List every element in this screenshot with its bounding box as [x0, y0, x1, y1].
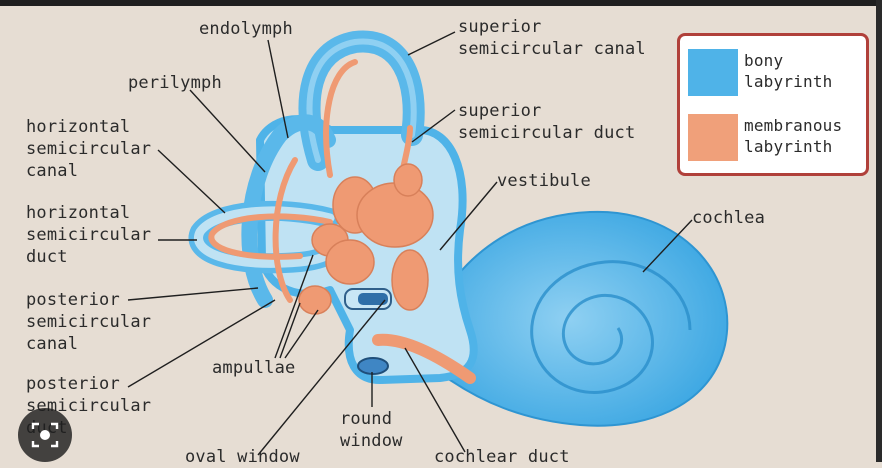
label-cochlea: cochlea [692, 208, 766, 228]
leader-lines [127, 31, 693, 456]
label-oval-window: oval window [185, 447, 300, 467]
label-ampullae: ampullae [212, 358, 296, 378]
round-window-shape [357, 357, 389, 375]
label-cochlear-duct: cochlear duct [434, 447, 570, 467]
legend-label-membranous: membranous labyrinth [744, 116, 843, 156]
posterior-duct [272, 157, 298, 303]
label-perilymph: perilymph [128, 73, 222, 93]
label-posterior-canal: posterior semicircular canal [26, 290, 152, 354]
image-search-button[interactable] [18, 408, 72, 462]
membranous-vestibule [298, 163, 434, 315]
legend-swatch-membranous [688, 114, 738, 161]
label-vestibule: vestibule [497, 171, 591, 191]
top-bar [0, 0, 882, 6]
right-edge-bar [876, 0, 882, 462]
cochlea-spiral [530, 260, 692, 394]
legend-box: bony labyrinth membranous labyrinth [677, 33, 869, 176]
label-horizontal-canal: horizontal semicircular canal [26, 117, 152, 181]
cochlea-shell [438, 210, 729, 427]
label-endolymph: endolymph [199, 19, 293, 39]
horizontal-duct [208, 213, 333, 260]
legend-label-bony: bony labyrinth [744, 51, 833, 91]
label-superior-duct: superior semicircular duct [458, 101, 636, 143]
label-round-window: round window [340, 409, 403, 451]
image-search-icon [31, 422, 59, 448]
label-horizontal-duct: horizontal semicircular duct [26, 203, 152, 267]
legend-swatch-bony [688, 49, 738, 96]
cochlear-duct-shape [372, 333, 476, 384]
label-superior-canal: superior semicircular canal [458, 17, 646, 59]
